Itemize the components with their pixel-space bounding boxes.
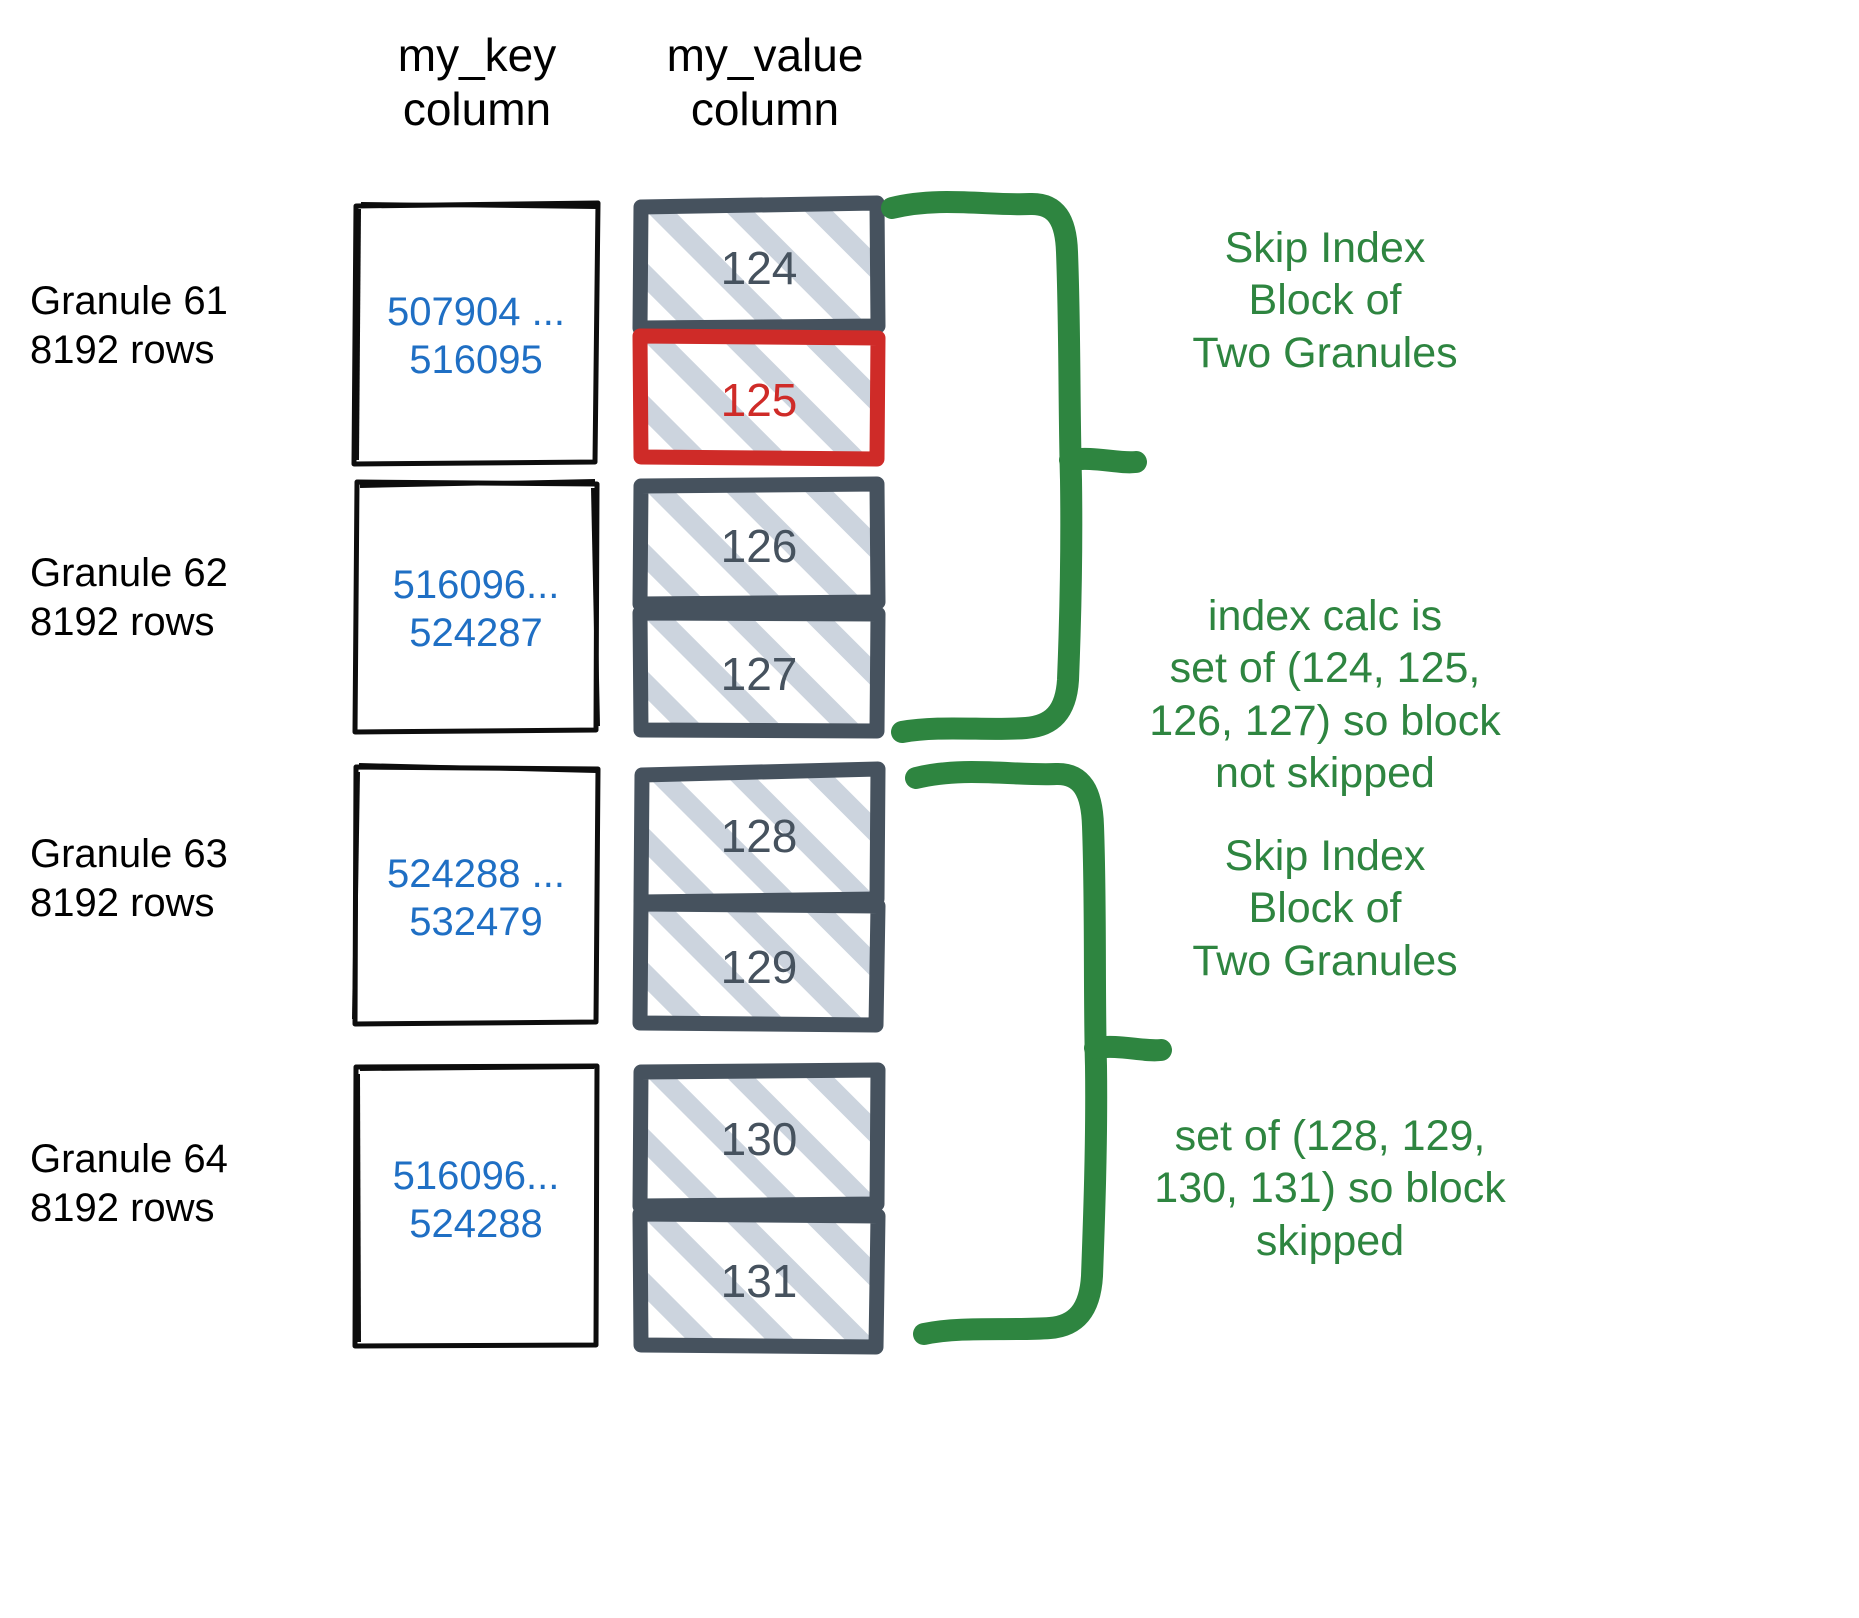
- annotation-set-of-skipped: set of (128, 129, 130, 131) so block ski…: [1154, 1112, 1506, 1265]
- value-box-outline-124: [632, 195, 886, 336]
- granule-label-63: Granule 63 8192 rows: [30, 832, 228, 925]
- granule-label-61: Granule 61 8192 rows: [30, 279, 228, 372]
- value-box-outline-130: [632, 1062, 886, 1214]
- value-box-130: 130: [632, 1062, 886, 1214]
- key-box-granule-62: 516096... 524287: [352, 478, 600, 735]
- annotation-skip-index-block-2: Skip Index Block of Two Granules: [1192, 832, 1458, 985]
- value-box-outline-125-highlight: [632, 328, 886, 467]
- value-box-outline-129: [632, 896, 886, 1033]
- annotation-index-calc-not-skipped: index calc is set of (124, 125, 126, 127…: [1149, 592, 1501, 798]
- annotation-skip-index-block-1: Skip Index Block of Two Granules: [1192, 224, 1458, 377]
- skip-index-bracket-2: [905, 760, 1172, 1345]
- value-box-129: 129: [632, 896, 886, 1033]
- value-box-outline-127: [632, 605, 886, 739]
- value-text-131: 131: [720, 1255, 798, 1307]
- key-range-64: 516096... 524288: [392, 1154, 560, 1246]
- value-text-126: 126: [720, 520, 798, 572]
- key-column-header: my_key column: [397, 29, 557, 136]
- value-text-130: 130: [720, 1113, 798, 1165]
- granule-label-64: Granule 64 8192 rows: [30, 1137, 228, 1230]
- key-range-61: 507904 ... 516095: [387, 290, 565, 382]
- key-box-granule-64: 516096... 524288: [352, 1062, 600, 1349]
- value-text-129: 129: [720, 941, 798, 993]
- value-text-125: 125: [720, 374, 798, 426]
- key-box-outline-64: [352, 1063, 600, 1349]
- skip-index-bracket-1: [881, 190, 1147, 743]
- value-box-128: 128: [633, 761, 886, 910]
- key-box-granule-61: 507904 ... 516095: [351, 200, 601, 467]
- value-box-outline-131: [632, 1206, 886, 1355]
- value-text-127: 127: [720, 648, 798, 700]
- value-column-header: my_value column: [666, 29, 864, 136]
- granule-label-62: Granule 62 8192 rows: [30, 551, 228, 644]
- key-box-granule-63: 524288 ... 532479: [352, 762, 601, 1027]
- value-box-131: 131: [632, 1206, 886, 1355]
- key-range-63: 524288 ... 532479: [387, 852, 565, 944]
- value-box-125: 125: [632, 328, 886, 467]
- key-box-outline-61: [351, 200, 601, 467]
- value-box-outline-126: [632, 476, 886, 612]
- key-range-62: 516096... 524287: [392, 563, 560, 655]
- key-box-outline-62: [352, 479, 600, 735]
- value-text-124: 124: [720, 242, 798, 294]
- value-box-124: 124: [632, 195, 886, 336]
- value-box-126: 126: [632, 476, 886, 612]
- key-box-outline-63: [352, 763, 601, 1027]
- value-text-128: 128: [720, 810, 798, 862]
- value-box-127: 127: [632, 605, 886, 739]
